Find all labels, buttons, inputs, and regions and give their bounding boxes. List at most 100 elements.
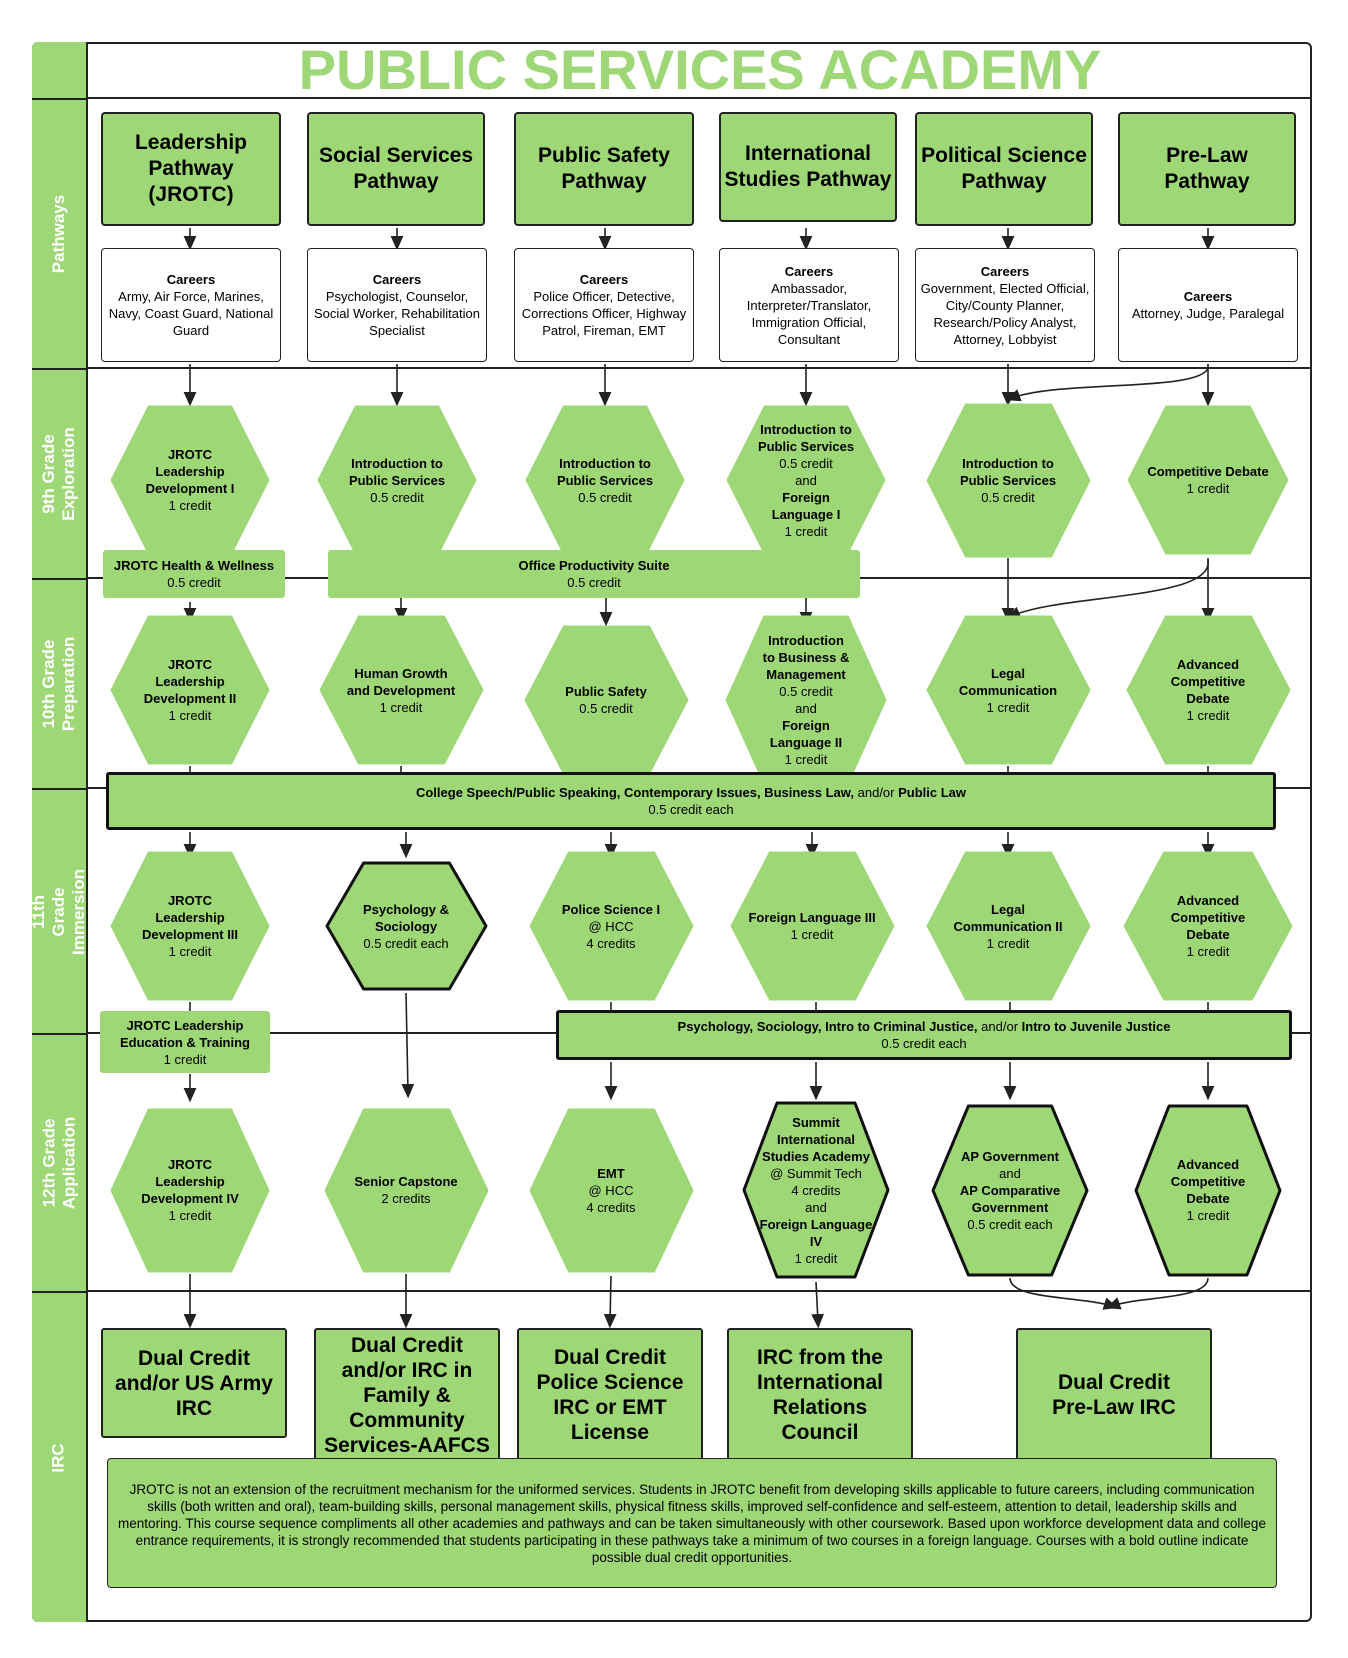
course-part: Public Law: [898, 785, 967, 800]
hexagon-line: Advanced: [1176, 1157, 1240, 1172]
careers-list: Ambassador, Interpreter/Translator, Immi…: [746, 280, 872, 347]
hexagon-line: Leadership: [155, 1174, 225, 1189]
hexagon-line: 2 credits: [381, 1191, 431, 1206]
hexagon-line: JROTC: [167, 893, 213, 908]
row-label-11th: 11th Grade Immersion: [29, 788, 88, 1033]
office-productivity-bar: Office Productivity Suite 0.5 credit: [328, 550, 860, 598]
careers-list: Attorney, Judge, Paralegal: [1131, 306, 1285, 321]
hexagon-shape: [931, 1104, 1089, 1276]
hexagon-shape: [529, 1108, 693, 1272]
hexagon-shape: [742, 1101, 890, 1279]
hexagon-line: Public Safety: [565, 684, 647, 699]
hexagon-line: Psychology &: [363, 901, 449, 917]
hexagon-shape: [110, 1108, 270, 1272]
hexagon-line: Leadership: [155, 464, 225, 479]
hexagon-line: and: [805, 1199, 827, 1215]
speech-bar-courses: College Speech/Public Speaking, Contempo…: [416, 784, 966, 801]
row-label-column: Pathways 9th Grade Exploration 10th Grad…: [29, 42, 88, 1622]
hexagon-line: JROTC: [167, 1157, 213, 1172]
connector-arrow: [811, 1281, 824, 1329]
course-part: and/or: [977, 1019, 1022, 1034]
hexagon-shape: [1134, 1104, 1282, 1276]
grade10-course-3: Public Safety 0.5 credit: [524, 625, 689, 775]
hexagon-line: 4 credits: [586, 935, 636, 951]
course-part: Psychology, Sociology, Intro to Criminal…: [677, 1019, 978, 1034]
hexagon-line: Human Growth: [354, 665, 448, 681]
hexagon-line: Government: [971, 1199, 1049, 1215]
hexagon-line: International: [776, 1131, 855, 1147]
pathway-box-2: Social Services Pathway: [307, 112, 485, 226]
hexagon-line: 4 credits: [791, 1182, 841, 1198]
hexagon-line: Introduction to: [559, 455, 651, 471]
hexagon-line: 1 credit: [379, 699, 423, 715]
hexagon-line: Development III: [141, 927, 239, 942]
hexagon-line: Public Services: [556, 472, 654, 488]
hexagon-shape: [926, 615, 1090, 765]
hexagon-line: Introduction to: [962, 455, 1054, 471]
curve-arrow: [1105, 1277, 1209, 1310]
hexagon-line: Introduction to: [351, 455, 443, 471]
hexagon-shape: [1123, 851, 1293, 1001]
careers-list: Government, Elected Official, City/Count…: [920, 280, 1090, 347]
course-part: and/or: [854, 785, 899, 800]
hexagon-line: 1 credit: [794, 1250, 838, 1266]
hexagon-line: and: [999, 1165, 1021, 1181]
speech-bar: College Speech/Public Speaking, Contempo…: [106, 772, 1276, 830]
row-label-12th: 12th Grade Application: [32, 1033, 88, 1291]
hexagon-line: 0.5 credit each: [363, 935, 449, 951]
careers-list: Army, Air Force, Marines, Navy, Coast Gu…: [108, 289, 274, 338]
hexagon-shape: [529, 851, 693, 1001]
hexagon-line: 1 credit: [1186, 708, 1230, 723]
hexagon-line: Foreign Language: [759, 1216, 873, 1232]
hexagon-line: Foreign: [782, 718, 830, 733]
hexagon-line: Development I: [145, 481, 235, 496]
hexagon-line: 0.5 credit: [779, 455, 833, 471]
careers-title: Careers: [784, 263, 834, 279]
hexagon-shape: [110, 615, 270, 765]
course-part: Intro to Juvenile Justice: [1021, 1019, 1171, 1034]
hexagon-line: Competitive: [1170, 1174, 1246, 1189]
hexagon-line: 0.5 credit: [579, 701, 633, 716]
pathway-box-5: Political Science Pathway: [915, 112, 1093, 226]
curve-arrow: [1006, 559, 1209, 619]
hexagon-line: 1 credit: [168, 708, 212, 723]
hexagon-line: Foreign: [782, 489, 830, 505]
hexagon-line: Senior Capstone: [354, 1174, 458, 1189]
hexagon-line: Communication: [958, 682, 1058, 698]
irc-box-1: Dual Credit and/or US Army IRC: [101, 1328, 287, 1438]
hexagon-line: and: [795, 472, 817, 488]
hexagon-shape: [1126, 615, 1290, 765]
careers-title: Careers: [166, 272, 216, 287]
hexagon-line: Management: [766, 667, 846, 682]
hexagon-line: @ HCC: [588, 1182, 634, 1198]
careers-title: Careers: [372, 272, 422, 287]
psych-bar-courses: Psychology, Sociology, Intro to Criminal…: [678, 1018, 1171, 1035]
course-part: College Speech/Public Speaking, Contempo…: [415, 785, 855, 800]
curve-arrow: [1009, 1277, 1119, 1310]
hexagon-line: 1 credit: [784, 523, 828, 539]
hexagon-line: 0.5 credit: [578, 489, 632, 505]
pathway-box-1: Leadership Pathway (JROTC): [101, 112, 281, 226]
hexagon-line: to Business &: [762, 650, 850, 665]
hexagon-shape: [110, 851, 270, 1001]
hexagon-line: 0.5 credit: [370, 489, 424, 505]
